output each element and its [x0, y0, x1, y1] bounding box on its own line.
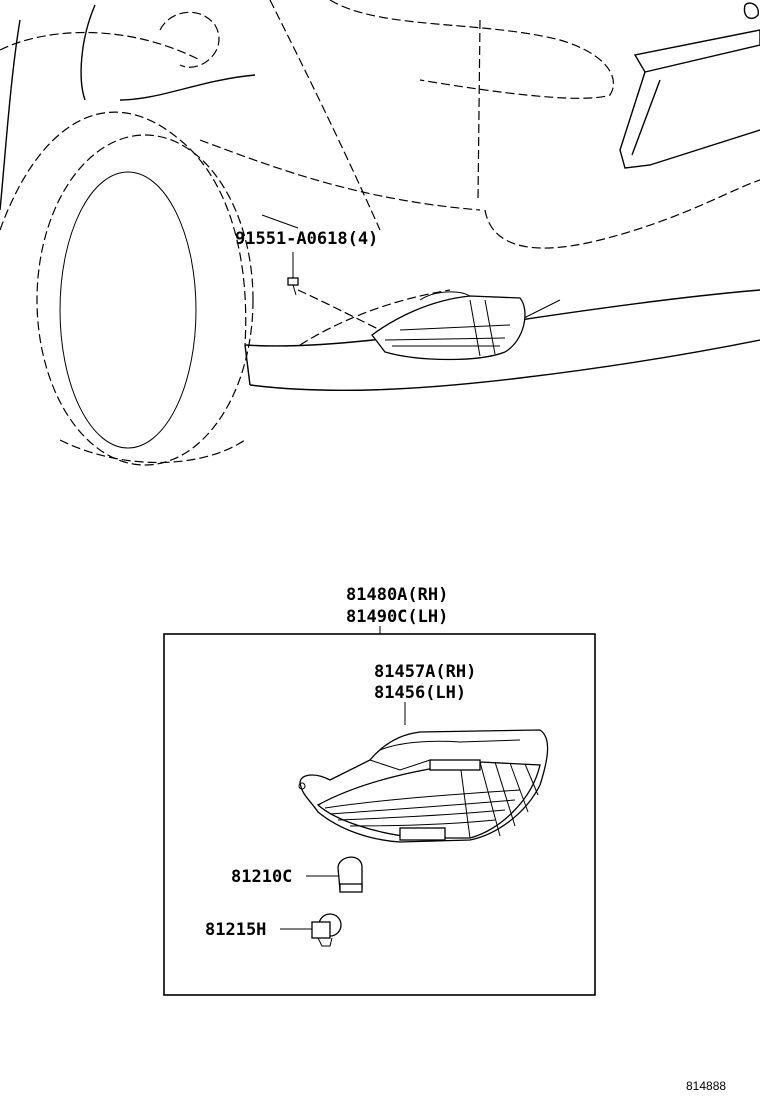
- vehicle-body-outline: [0, 0, 760, 466]
- lens-rh-callout: 81457A(RH): [374, 662, 476, 682]
- assembly-lh-callout: 81490C(LH): [346, 607, 448, 627]
- wheel-outline: [59, 171, 197, 449]
- bolt-leader: [261, 214, 299, 229]
- assembly-rh-callout: 81480A(RH): [346, 585, 448, 605]
- installed-reflector: [371, 291, 526, 361]
- lens-lh-callout: 81456(LH): [374, 683, 466, 703]
- bolt-icon: [287, 252, 381, 331]
- socket-icon: [311, 913, 342, 947]
- diagram-code: 814888: [686, 1079, 726, 1093]
- socket-callout: 81215H: [205, 920, 266, 940]
- bulb-icon: [337, 856, 363, 893]
- assembly-box: [163, 633, 596, 996]
- bulb-callout: 81210C: [231, 867, 292, 887]
- bolt-callout: 91551-A0618(4): [235, 229, 378, 249]
- reflector-lamp: [298, 729, 549, 843]
- tire-outline: [36, 134, 254, 466]
